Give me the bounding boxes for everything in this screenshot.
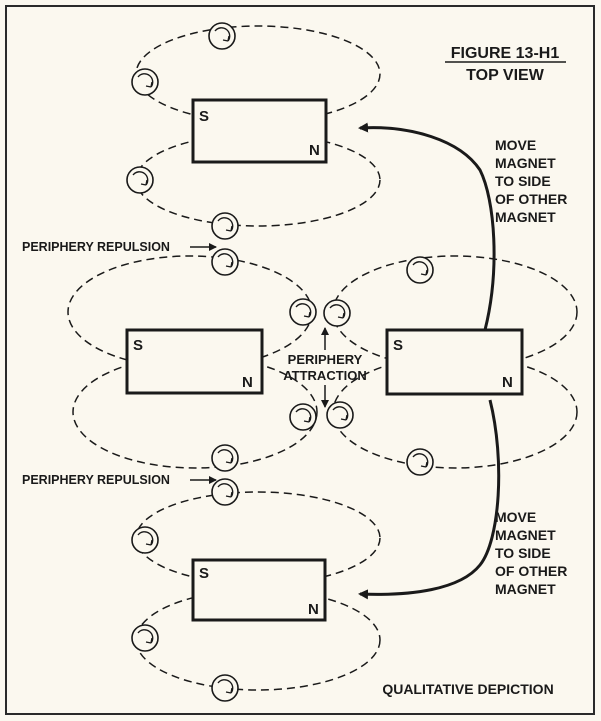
magnet-left: S N — [125, 328, 264, 395]
move-arrow-down — [358, 399, 501, 600]
circulation-circle-icon — [131, 68, 159, 96]
magnet-body — [191, 558, 327, 622]
magnet-body — [385, 328, 524, 396]
circulation-circle-icon — [323, 299, 351, 327]
repulsion-top-label: PERIPHERY REPULSION — [22, 240, 170, 254]
circulation-circle-icon — [131, 624, 159, 652]
figure-title: FIGURE 13-H1 — [451, 45, 560, 62]
move-label-line: MOVE — [495, 137, 536, 153]
circulation-circle-icon — [211, 478, 239, 506]
circulation-markers — [126, 22, 434, 702]
attraction-label-line2: ATTRACTION — [283, 368, 367, 383]
circulation-circle-icon — [211, 444, 239, 472]
circulation-circle-icon — [406, 448, 434, 476]
figure-subtitle: TOP VIEW — [466, 67, 545, 84]
attraction-label-line1: PERIPHERY — [288, 352, 363, 367]
circulation-circle-icon — [289, 298, 317, 326]
circulation-circle-icon — [326, 401, 354, 429]
move-label-line: MAGNET — [495, 581, 556, 597]
move-label-line: OF OTHER — [495, 563, 567, 579]
circulation-circle-icon — [211, 212, 239, 240]
south-pole-label: S — [199, 565, 209, 582]
circulation-circle-icon — [131, 526, 159, 554]
move-label-line: MAGNET — [495, 527, 556, 543]
move-label-top: MOVE MAGNET TO SIDE OF OTHER MAGNET — [495, 137, 567, 225]
magnet-right: S N — [385, 328, 524, 396]
move-label-line: TO SIDE — [495, 545, 551, 561]
move-label-line: MAGNET — [495, 155, 556, 171]
north-pole-label: N — [502, 374, 513, 391]
magnet-bottom: S N — [191, 558, 327, 622]
south-pole-label: S — [199, 108, 209, 125]
south-pole-label: S — [393, 337, 403, 354]
move-label-line: MOVE — [495, 509, 536, 525]
south-pole-label: S — [133, 337, 143, 354]
circulation-circle-icon — [208, 22, 236, 50]
circulation-circle-icon — [211, 248, 239, 276]
pointer-arrows — [190, 243, 329, 484]
repulsion-bottom-label: PERIPHERY REPULSION — [22, 473, 170, 487]
circulation-circle-icon — [406, 256, 434, 284]
magnet-top: S N — [191, 98, 328, 164]
north-pole-label: N — [309, 142, 320, 159]
move-label-line: TO SIDE — [495, 173, 551, 189]
north-pole-label: N — [308, 601, 319, 618]
circulation-circle-icon — [289, 403, 317, 431]
move-label-line: OF OTHER — [495, 191, 567, 207]
move-label-line: MAGNET — [495, 209, 556, 225]
magnet-body — [125, 328, 264, 395]
figure-footer: QUALITATIVE DEPICTION — [382, 681, 553, 697]
north-pole-label: N — [242, 374, 253, 391]
move-label-bottom: MOVE MAGNET TO SIDE OF OTHER MAGNET — [495, 509, 567, 597]
move-arrow-up — [358, 122, 496, 331]
circulation-circle-icon — [126, 166, 154, 194]
circulation-circle-icon — [211, 674, 239, 702]
magnet-body — [191, 98, 328, 164]
figure-border — [5, 5, 595, 715]
